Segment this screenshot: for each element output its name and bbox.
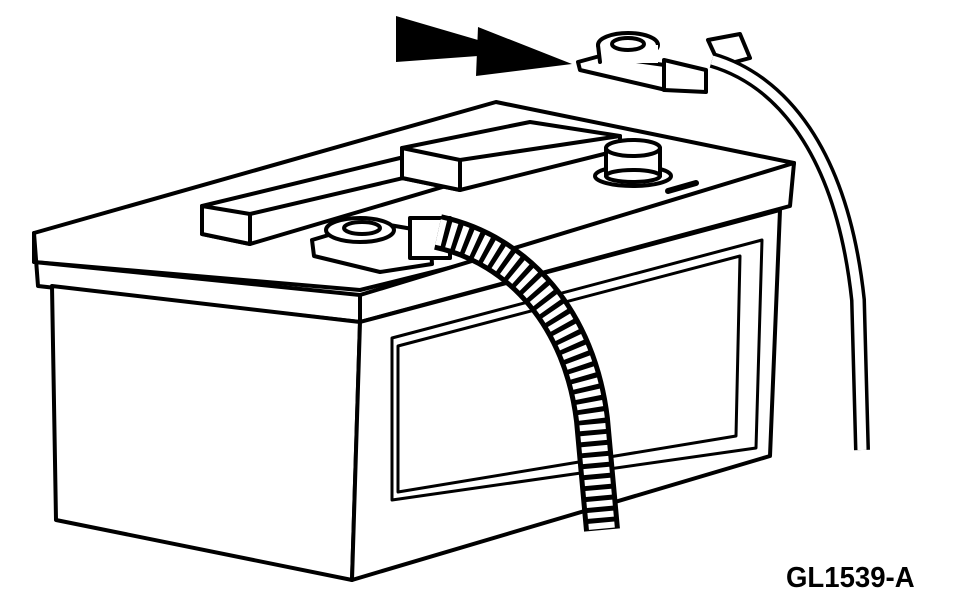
double-arrow-right-icon [396, 16, 572, 76]
vent-cap [400, 120, 622, 192]
battery [32, 100, 796, 582]
battery-post-icon [593, 138, 673, 188]
corrugated-cable-icon [433, 214, 620, 532]
figure-label: GL1539-A [786, 562, 915, 594]
cable [709, 52, 870, 451]
minus-sign-icon [665, 180, 699, 194]
